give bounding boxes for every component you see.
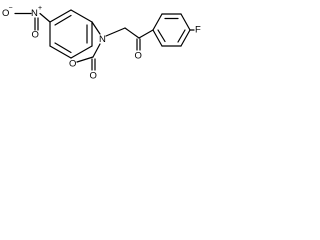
bond-n-c2 — [92, 43, 101, 58]
bond-benz-2 — [70, 9, 93, 23]
nitro-group — [14, 12, 51, 31]
ketone-o-label: O — [135, 51, 142, 62]
nitro-o-left-charge: − — [9, 5, 13, 12]
bond-ph-dbl-2 — [177, 29, 186, 43]
bond-ch2-co — [124, 27, 140, 39]
bond-benz-5 — [49, 45, 72, 59]
bond-ph-4 — [180, 29, 191, 47]
bond-ph-1 — [152, 13, 163, 31]
nitro-o-bottom-label: O — [32, 30, 39, 41]
ring-n-label: N — [99, 34, 106, 45]
bond-ph-dbl-3 — [157, 29, 166, 43]
bond-benz-4 — [70, 45, 93, 59]
molecule-structure: O − N + O N O O O F — [2, 5, 201, 82]
carbonyl-o-label: O — [90, 71, 97, 82]
nitro-n-label: N — [31, 8, 38, 19]
bond-nitro-to-ring — [39, 12, 51, 23]
bond-n-ch2 — [105, 27, 126, 37]
side-chain — [105, 27, 154, 51]
oxazolone-ring — [76, 21, 101, 71]
bond-ph-6 — [152, 29, 163, 47]
bond-benz-dbl-1 — [54, 14, 72, 26]
bond-c2-o — [76, 56, 94, 63]
ring-o-label: O — [69, 59, 76, 70]
bond-co-aryl — [138, 29, 154, 39]
bond-c3a-n — [91, 21, 101, 35]
fluorophenyl-ring — [152, 13, 195, 47]
nitro-n-charge: + — [38, 5, 42, 12]
fluorine-label: F — [195, 25, 201, 36]
bond-benz-1 — [49, 9, 72, 23]
nitro-o-left-label: O — [2, 8, 9, 19]
bond-benz-dbl-3 — [54, 42, 72, 54]
bond-ph-3 — [180, 13, 191, 31]
benzo-ring — [49, 9, 93, 59]
atom-labels: O − N + O N O O O F — [2, 5, 201, 82]
